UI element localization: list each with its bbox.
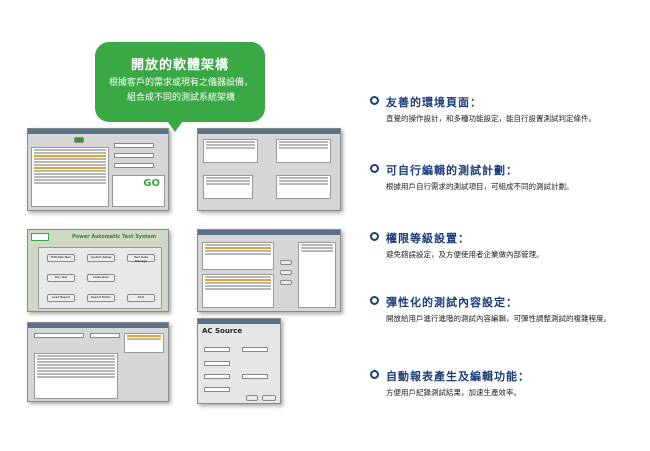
menu-button-report-editor[interactable]: Report Editor [87, 294, 115, 302]
screenshot-ac-source: AC Source [197, 318, 281, 404]
feature-title: 權限等級設置： [386, 232, 470, 245]
menu-logo [31, 233, 49, 241]
feature-desc: 直覺的操作設計，和多種功能設定，能自行設置測試判定條件。 [386, 114, 596, 123]
menu-button-edit-test-plan[interactable]: Edit Test Plan [47, 254, 75, 262]
callout-title: 開放的軟體架構 [130, 58, 229, 73]
test-list-panel [31, 147, 109, 207]
feature-title: 友善的環境頁面： [386, 96, 482, 109]
ac-source-title: AC Source [202, 327, 243, 335]
bullet-ring-icon [370, 370, 379, 379]
go-indicator: GO [143, 178, 160, 189]
feature-title: 可自行編輯的測試計劃： [386, 164, 518, 177]
cancel-button[interactable] [262, 395, 276, 401]
feature-desc: 根據用戶自行需求的測試項目，可組成不同的測試計劃。 [386, 182, 574, 191]
bullet-ring-icon [370, 232, 379, 241]
green-tab [74, 137, 84, 143]
menu-button-load-report[interactable]: Load Report [47, 294, 75, 302]
menu-button-test-data[interactable]: Test Data Manage [127, 254, 155, 263]
screenshot-data-list [27, 322, 169, 402]
bullet-ring-icon [370, 296, 379, 305]
screenshot-instrument-panels [197, 128, 341, 211]
menu-button-system-setup[interactable]: System Setup [87, 254, 115, 262]
feature-title: 自動報表產生及編輯功能： [386, 370, 530, 383]
ok-button[interactable] [246, 395, 258, 401]
feature-title: 彈性化的測試內容設定： [386, 296, 518, 309]
feature-desc: 方便用戶紀錄測試結果，加速生產效率。 [386, 388, 521, 397]
window-titlebar [28, 129, 168, 134]
status-panel: GO [112, 175, 165, 207]
bullet-ring-icon [370, 164, 379, 173]
menu-button-exit[interactable]: Exit [127, 294, 155, 302]
menu-title: Power Automatic Test System [72, 234, 157, 240]
menu-button-run-test[interactable]: Run Test [47, 274, 75, 282]
screenshot-main-menu: Power Automatic Test System Edit Test Pl… [27, 229, 169, 312]
callout-text: 根據客戶的需求或現有之儀器設備，組合成不同的測試系統架構 [108, 78, 253, 103]
screenshot-test-items [197, 229, 341, 312]
feature-desc: 避免錯誤設定，及方便使用者企業做內部管理。 [386, 250, 544, 259]
callout-bubble: 開放的軟體架構 根據客戶的需求或現有之儀器設備，組合成不同的測試系統架構 [95, 42, 265, 122]
feature-desc: 開放給用戶進行進階的測試內容編輯，可彈性調整測試的複雜程度。 [386, 314, 611, 323]
bullet-ring-icon [370, 96, 379, 105]
menu-button-calibration[interactable]: Calibration [87, 274, 115, 282]
callout-tail [165, 118, 185, 132]
screenshot-test-plan: GO [27, 128, 169, 211]
